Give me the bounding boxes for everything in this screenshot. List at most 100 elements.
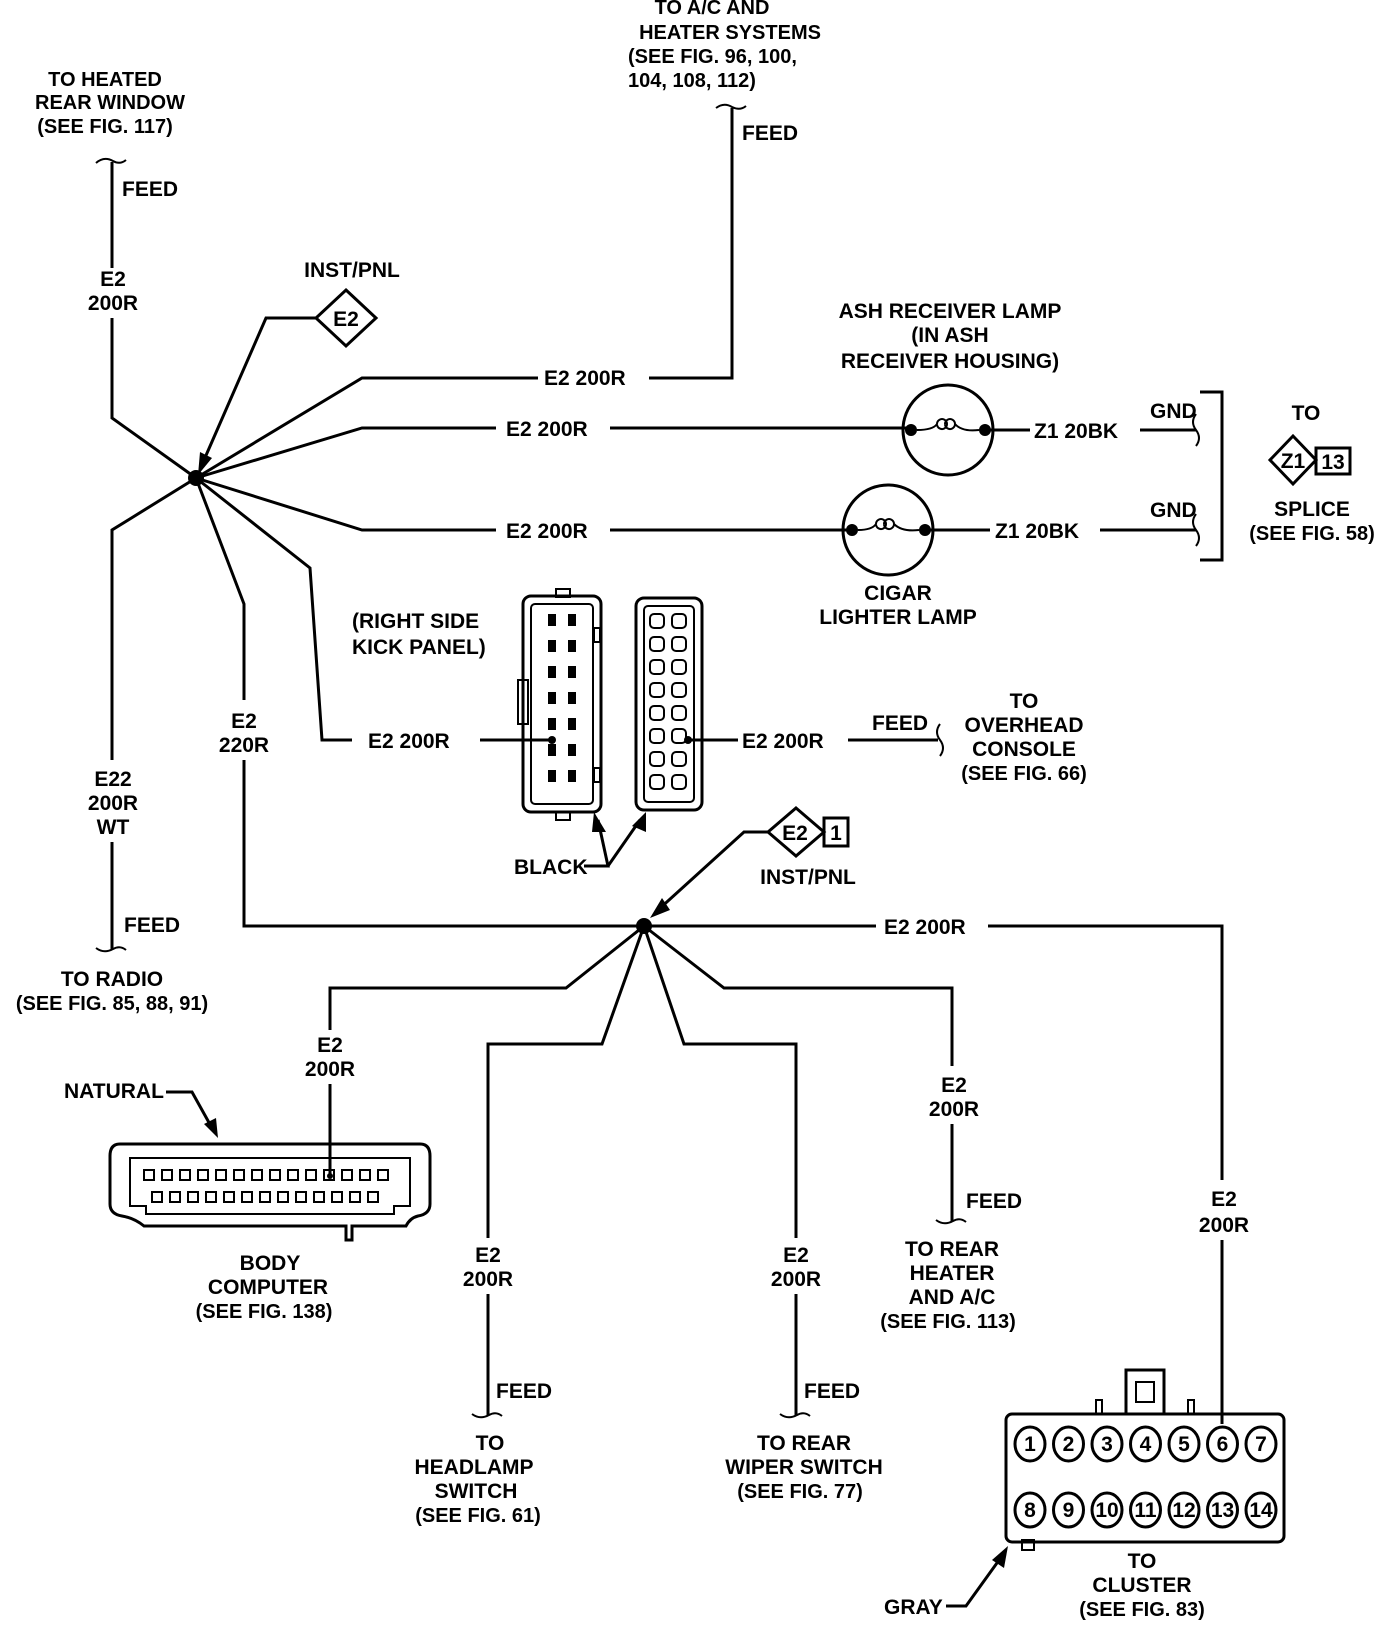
cluster-pin-number: 11	[1134, 1499, 1157, 1522]
wire-label-200r-left: 200R	[88, 292, 138, 315]
ac-label-1: TO A/C AND	[655, 0, 770, 19]
gray-leader	[946, 1555, 1004, 1608]
inst-pnl-leader-bottom	[656, 830, 768, 912]
wire-label-cigar-z1: Z1 20BK	[995, 520, 1079, 543]
wire-rear-heater-upper	[643, 924, 954, 1066]
cluster-pin-number: 7	[1255, 1433, 1267, 1456]
body-computer-pin	[241, 1191, 253, 1203]
inst-pnl-label-bottom: INST/PNL	[760, 866, 856, 889]
cluster-pin-cavity	[1129, 1491, 1162, 1529]
cluster-pin-number: 1	[1024, 1433, 1036, 1456]
splice-diamond-text: Z1	[1281, 450, 1306, 473]
wire-ash-trunk	[195, 426, 496, 480]
ash-lamp-label-2: (IN ASH	[911, 324, 988, 347]
body-computer-pin	[359, 1169, 371, 1181]
overhead-feed-label: FEED	[872, 712, 928, 735]
cluster-pin-cavity	[1090, 1425, 1124, 1463]
wire-label-rh-200r: 200R	[929, 1098, 979, 1121]
arrowhead	[992, 1546, 1008, 1568]
arrowhead	[204, 1118, 218, 1138]
wire-ac-trunk	[195, 376, 538, 480]
body-computer-pin	[305, 1169, 317, 1181]
wire-220r-upper	[194, 477, 246, 700]
break-symbol	[1192, 413, 1200, 447]
lamp-filament	[916, 418, 980, 432]
break-symbol	[471, 1412, 503, 1419]
splice-pin-box	[1314, 446, 1352, 476]
wire-ac-feed	[649, 108, 734, 380]
wire-label-ash: E2 200R	[506, 418, 588, 441]
cluster-key	[1187, 1399, 1195, 1415]
cluster-pin-cavity	[1244, 1491, 1278, 1529]
wiper-label-2: WIPER SWITCH	[725, 1456, 883, 1479]
wire-label-bc-e2: E2	[317, 1034, 343, 1057]
inst-pnl-diamond-top	[313, 287, 379, 349]
kick-panel-connector-left	[521, 594, 603, 814]
inst-pnl-label-top: INST/PNL	[304, 259, 400, 282]
cluster-latch	[1124, 1368, 1166, 1416]
wire-label-220r: 220R	[219, 734, 269, 757]
connector-pins-left	[548, 614, 576, 782]
body-computer-pins	[143, 1169, 389, 1203]
cluster-ref: (SEE FIG. 83)	[1079, 1599, 1205, 1621]
overhead-label-2: OVERHEAD	[964, 714, 1083, 737]
body-computer-label-2: COMPUTER	[208, 1276, 328, 1299]
inst-pnl-diamond-bottom-text: E2	[782, 822, 808, 845]
pin-dot	[327, 1173, 333, 1179]
connector-cavities-right	[649, 613, 687, 790]
wire-label-e22-200r: 200R	[88, 792, 138, 815]
body-computer-inner	[129, 1157, 411, 1215]
heated-rear-window-feed: FEED	[122, 178, 178, 201]
splice-ref: (SEE FIG. 58)	[1249, 523, 1375, 545]
rear-heater-label-1: TO REAR	[905, 1238, 999, 1261]
wire-body-computer-upper	[328, 924, 645, 1030]
cluster-pin-number: 10	[1095, 1499, 1118, 1522]
wire-label-e2-left: E2	[100, 268, 126, 291]
heated-rear-window-label-1: TO HEATED	[48, 69, 162, 91]
radio-ref: (SEE FIG. 85, 88, 91)	[16, 993, 208, 1015]
wire-headlamp-upper	[486, 925, 646, 1238]
overhead-ref: (SEE FIG. 66)	[961, 763, 1087, 785]
inst-pnl-diamond-top-text: E2	[333, 308, 359, 331]
arrowhead	[650, 898, 670, 918]
wire-label-cluster-200r: 200R	[1199, 1214, 1249, 1237]
wire-label-e22: E22	[94, 768, 131, 791]
wiper-ref: (SEE FIG. 77)	[737, 1481, 863, 1503]
cluster-pin-number: 8	[1024, 1499, 1036, 1522]
inst-pnl-pin-box	[822, 816, 850, 848]
cluster-tab	[1021, 1539, 1035, 1551]
natural-label: NATURAL	[64, 1080, 164, 1103]
wire-wiper-upper	[642, 925, 798, 1238]
headlamp-ref: (SEE FIG. 61)	[415, 1505, 541, 1527]
cluster-pin-cavity	[1206, 1491, 1239, 1529]
to-splice-label: TO	[1292, 402, 1321, 425]
overhead-label-1: TO	[1010, 690, 1039, 713]
body-computer-label-1: BODY	[240, 1252, 301, 1275]
body-computer-pin	[323, 1169, 335, 1181]
body-computer-pin	[331, 1191, 343, 1203]
body-computer-pin	[277, 1191, 289, 1203]
cluster-pin-cavity	[1013, 1491, 1047, 1529]
cigar-lamp-label-2: LIGHTER LAMP	[819, 606, 977, 629]
cluster-pin-number: 2	[1063, 1433, 1075, 1456]
cluster-pin-cavity	[1167, 1425, 1201, 1463]
wire-label-ac: E2 200R	[544, 367, 626, 390]
radio-feed-label: FEED	[124, 914, 180, 937]
headlamp-label-3: SWITCH	[435, 1480, 518, 1503]
ground-bracket	[1200, 390, 1224, 562]
headlamp-label-2: HEADLAMP	[415, 1456, 534, 1479]
headlamp-feed-label: FEED	[496, 1380, 552, 1403]
cluster-pin-number: 9	[1063, 1499, 1075, 1522]
connector-lock	[517, 679, 529, 725]
black-leader-2	[606, 819, 642, 867]
cluster-label-2: CLUSTER	[1092, 1574, 1191, 1597]
body-computer-pin	[187, 1191, 199, 1203]
cluster-pin-number: 3	[1101, 1433, 1113, 1456]
body-computer-pin	[223, 1191, 235, 1203]
heated-rear-window-label-2: REAR WINDOW	[35, 92, 185, 114]
lamp-filament	[857, 518, 920, 532]
wire-label-kick-out: E2 200R	[742, 730, 824, 753]
wire-kick-trunk	[195, 476, 352, 742]
rear-heater-feed-label: FEED	[966, 1190, 1022, 1213]
body-computer-ref: (SEE FIG. 138)	[196, 1301, 333, 1323]
